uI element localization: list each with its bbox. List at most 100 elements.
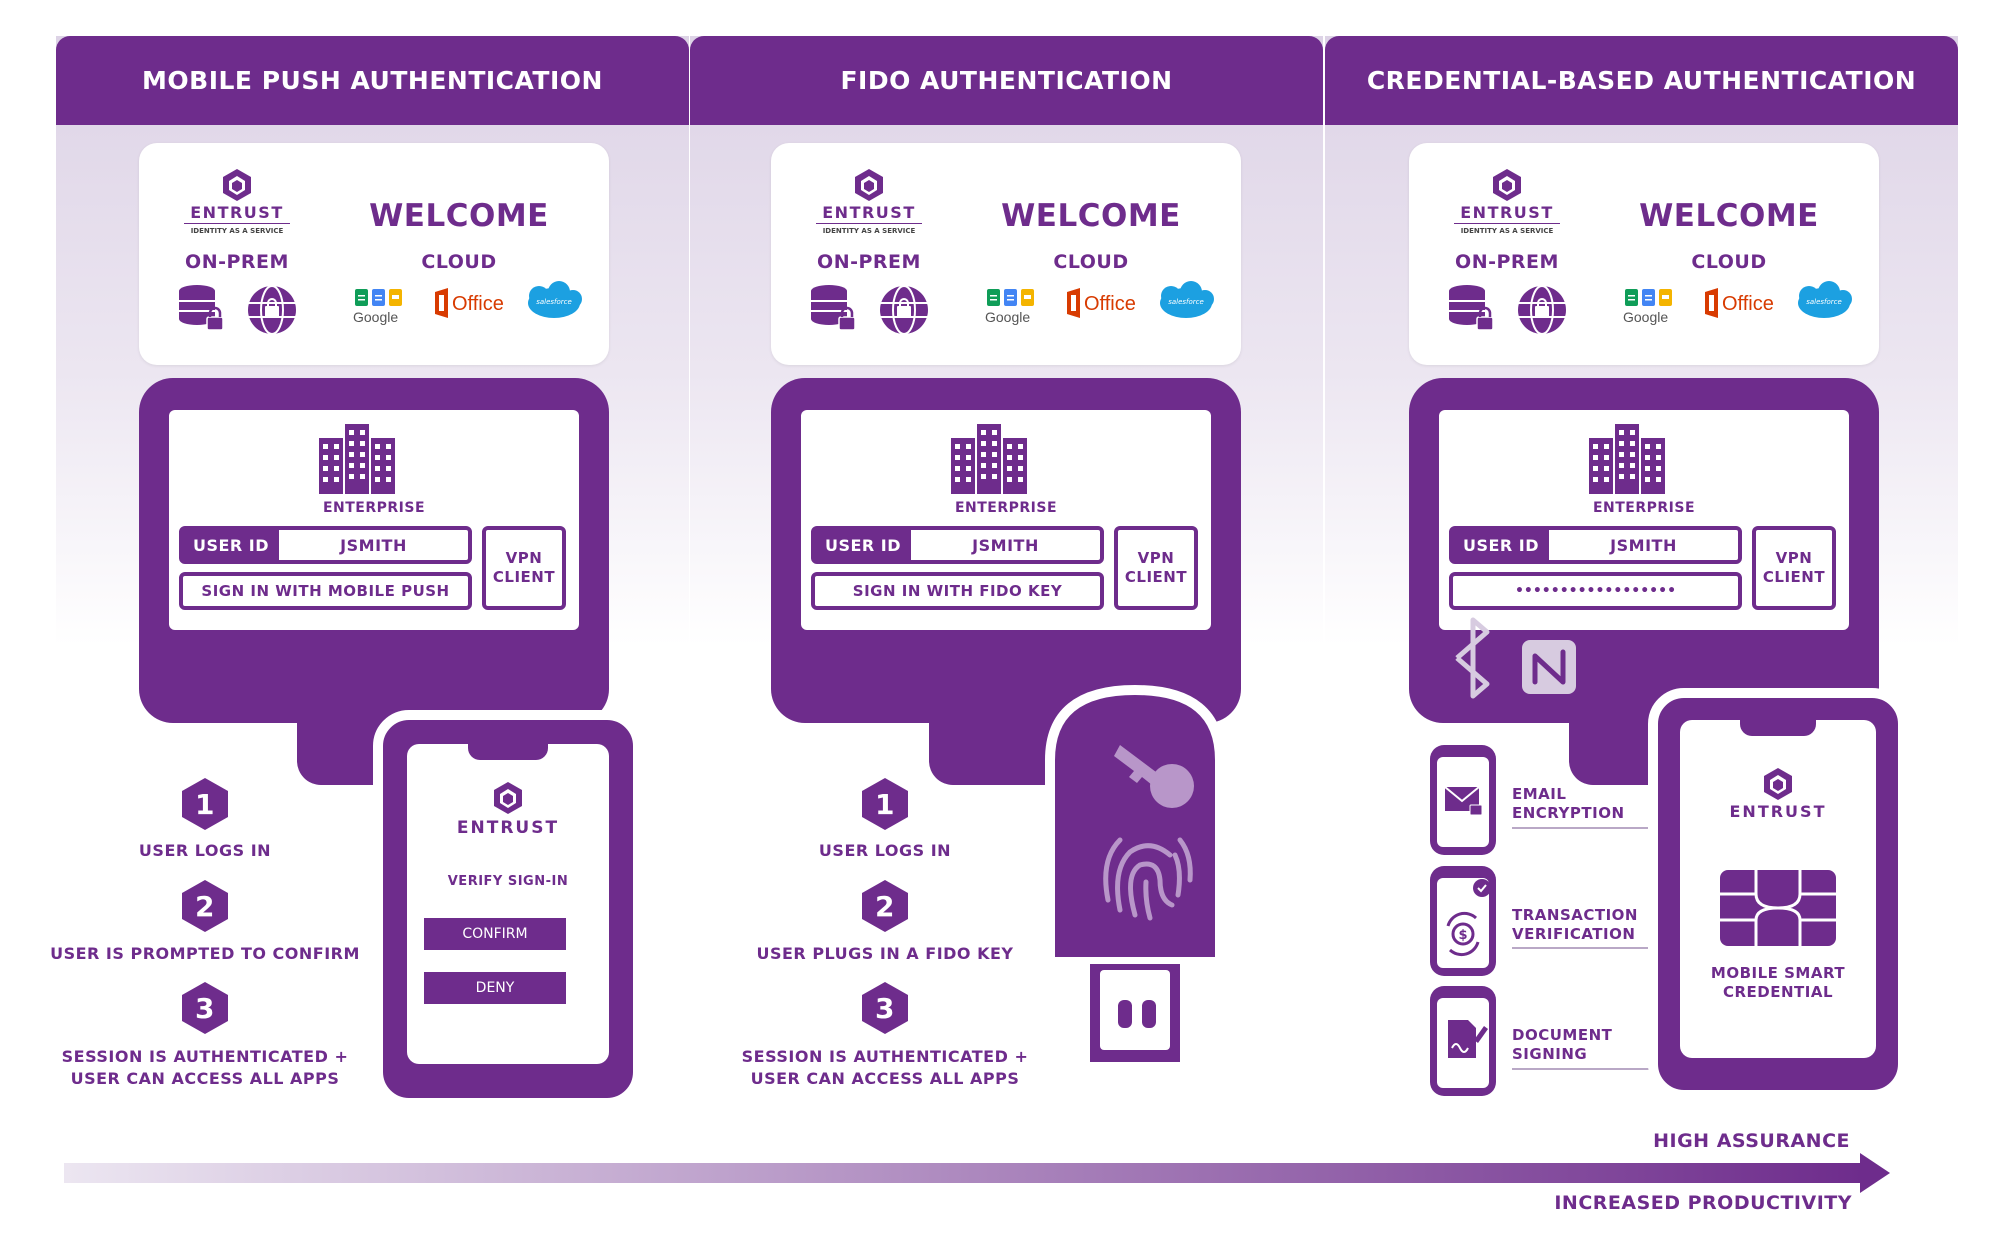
enterprise-buildings-icon bbox=[1589, 424, 1665, 494]
step-2-text: USER PLUGS IN A FIDO KEY bbox=[756, 944, 1014, 963]
svg-text:$: $ bbox=[1458, 928, 1467, 943]
high-assurance-label: HIGH ASSURANCE bbox=[1653, 1130, 1850, 1152]
globe-lock-icon bbox=[1518, 285, 1566, 335]
office-label: Office bbox=[1722, 293, 1774, 315]
confirm-button[interactable]: CONFIRM bbox=[424, 918, 566, 950]
step-3-badge bbox=[182, 982, 228, 1034]
divider bbox=[1512, 947, 1650, 949]
entrust-logo-icon bbox=[1764, 768, 1792, 800]
verify-sign-in-label: VERIFY SIGN-IN bbox=[447, 874, 569, 889]
globe-lock-icon bbox=[880, 285, 928, 335]
divider bbox=[1512, 827, 1650, 829]
brand-name: ENTRUST bbox=[190, 203, 284, 222]
phone-notch bbox=[468, 744, 548, 760]
phone-brand: ENTRUST bbox=[1729, 802, 1827, 821]
vpn-client-button[interactable]: VPN CLIENT bbox=[1752, 526, 1836, 610]
office-icon bbox=[1067, 288, 1080, 318]
mobile-phone: ENTRUST MOBILE SMART CREDENTIAL bbox=[1648, 688, 1908, 1100]
mobile-smart-credential-label: MOBILE SMART CREDENTIAL bbox=[1710, 964, 1846, 1001]
step-1-badge bbox=[182, 778, 228, 830]
google-apps-icon bbox=[1625, 289, 1672, 306]
user-id-field[interactable]: USER ID JSMITH bbox=[1449, 526, 1742, 564]
deny-button[interactable]: DENY bbox=[424, 972, 566, 1004]
welcome-card: ENTRUST IDENTITY AS A SERVICE ON-PREM WE… bbox=[771, 143, 1241, 365]
welcome-heading: WELCOME bbox=[369, 198, 549, 234]
arrow-bar bbox=[64, 1163, 1864, 1183]
entrust-logo-icon bbox=[223, 169, 251, 201]
step-1-number: 1 bbox=[195, 788, 215, 821]
cloud-label: CLOUD bbox=[1053, 251, 1129, 273]
brand-name: ENTRUST bbox=[822, 203, 916, 222]
office-icon bbox=[1705, 288, 1718, 318]
sign-in-fido-key-button[interactable]: SIGN IN WITH FIDO KEY bbox=[811, 572, 1104, 610]
on-prem-label: ON-PREM bbox=[1455, 251, 1559, 273]
step-2-number: 2 bbox=[875, 890, 895, 923]
salesforce-icon bbox=[1160, 281, 1214, 318]
user-id-field[interactable]: USER ID JSMITH bbox=[179, 526, 472, 564]
enterprise-buildings-icon bbox=[951, 424, 1027, 494]
document-signing-phone bbox=[1430, 986, 1496, 1096]
google-label: Google bbox=[353, 309, 399, 325]
brand-subtitle: IDENTITY AS A SERVICE bbox=[1460, 227, 1554, 235]
user-id-label: USER ID bbox=[815, 530, 911, 560]
welcome-heading: WELCOME bbox=[1001, 198, 1181, 234]
database-lock-icon bbox=[811, 285, 856, 331]
step-1-number: 1 bbox=[875, 788, 895, 821]
step-2-badge bbox=[862, 880, 908, 932]
step-2-badge bbox=[182, 880, 228, 932]
transaction-icon: $ bbox=[1446, 879, 1491, 957]
user-id-field[interactable]: USER ID JSMITH bbox=[811, 526, 1104, 564]
monitor: ENTERPRISE USER ID JSMITH SIGN IN WITH F… bbox=[771, 378, 1241, 723]
entrust-logo-icon bbox=[494, 782, 522, 814]
welcome-card: ENTRUST IDENTITY AS A SERVICE ON-PREM WE… bbox=[1409, 143, 1879, 365]
password-field[interactable]: •••••••••••••••••• bbox=[1449, 572, 1742, 610]
step-1-text: USER LOGS IN bbox=[138, 841, 272, 860]
step-3-text: SESSION IS AUTHENTICATED + USER CAN ACCE… bbox=[741, 1047, 1029, 1088]
panel-title: MOBILE PUSH AUTHENTICATION bbox=[56, 36, 689, 125]
divider bbox=[184, 223, 290, 224]
vpn-client-button[interactable]: VPN CLIENT bbox=[482, 526, 566, 610]
office-icon bbox=[435, 288, 448, 318]
email-lock-icon bbox=[1444, 786, 1483, 816]
step-1-text: USER LOGS IN bbox=[818, 841, 952, 860]
enterprise-label: ENTERPRISE bbox=[954, 500, 1058, 516]
sign-in-mobile-push-button[interactable]: SIGN IN WITH MOBILE PUSH bbox=[179, 572, 472, 610]
google-apps-icon bbox=[987, 289, 1034, 306]
monitor-screen: ENTERPRISE USER ID JSMITH ••••••••••••••… bbox=[1439, 410, 1849, 630]
step-3-number: 3 bbox=[875, 992, 895, 1025]
fingerprint-icon bbox=[1103, 837, 1193, 921]
salesforce-label: salesforce bbox=[1168, 298, 1204, 306]
vpn-client-button[interactable]: VPN CLIENT bbox=[1114, 526, 1198, 610]
on-prem-label: ON-PREM bbox=[817, 251, 921, 273]
divider bbox=[1454, 223, 1560, 224]
monitor-screen: ENTERPRISE USER ID JSMITH SIGN IN WITH M… bbox=[169, 410, 579, 630]
transaction-verification-phone: $ bbox=[1430, 866, 1496, 976]
salesforce-icon bbox=[1798, 281, 1852, 318]
step-2-text: USER IS PROMPTED TO CONFIRM bbox=[50, 944, 360, 963]
enterprise-buildings-icon bbox=[319, 424, 395, 494]
office-label: Office bbox=[452, 293, 504, 315]
on-prem-label: ON-PREM bbox=[185, 251, 289, 273]
phone-brand: ENTRUST bbox=[456, 818, 560, 838]
google-label: Google bbox=[1623, 309, 1669, 325]
use-case-email-encryption: EMAIL ENCRYPTION bbox=[1512, 785, 1625, 822]
document-sign-icon bbox=[1448, 1020, 1488, 1058]
step-2-number: 2 bbox=[195, 890, 215, 923]
user-id-value: JSMITH bbox=[1610, 535, 1677, 555]
step-3-number: 3 bbox=[195, 992, 215, 1025]
database-lock-icon bbox=[179, 285, 224, 331]
key-icon bbox=[1114, 745, 1194, 808]
panel-title: FIDO AUTHENTICATION bbox=[690, 36, 1323, 125]
cloud-label: CLOUD bbox=[1691, 251, 1767, 273]
user-id-value: JSMITH bbox=[340, 535, 407, 555]
brand-subtitle: IDENTITY AS A SERVICE bbox=[822, 227, 916, 235]
arrow-head bbox=[1860, 1153, 1890, 1193]
entrust-logo-icon bbox=[1493, 169, 1521, 201]
monitor-screen: ENTERPRISE USER ID JSMITH SIGN IN WITH F… bbox=[801, 410, 1211, 630]
database-lock-icon bbox=[1449, 285, 1494, 331]
bluetooth-icon bbox=[1455, 617, 1490, 699]
